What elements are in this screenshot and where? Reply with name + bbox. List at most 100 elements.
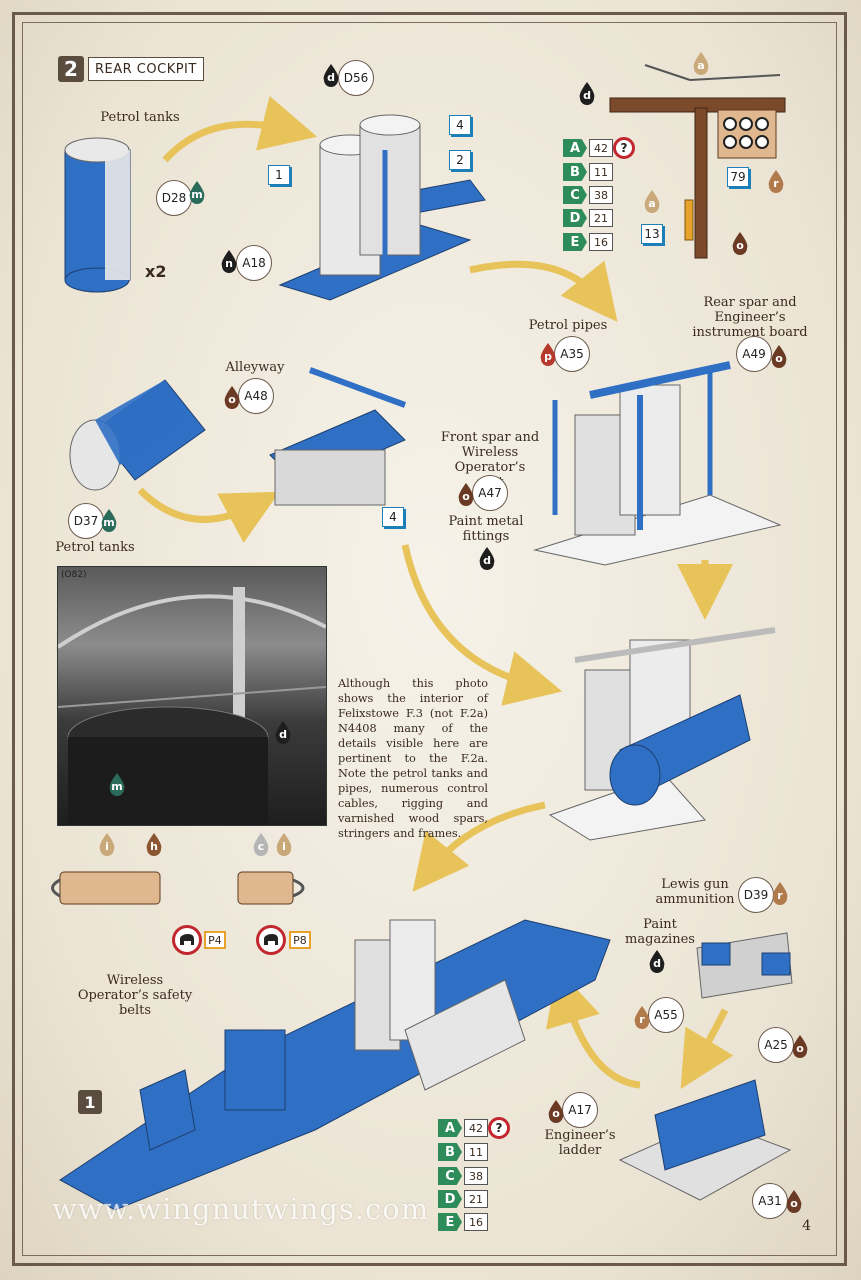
part-a31: A31: [752, 1183, 788, 1219]
part-a18: A18: [236, 245, 272, 281]
unknown-paint-marker: ?: [613, 137, 635, 159]
paint-drop-d-1: d: [322, 64, 340, 87]
paint-drop-p: p: [539, 343, 557, 366]
arrow-1: [162, 96, 318, 163]
paint-drop-o-5: o: [791, 1035, 809, 1058]
paint-drop-m-3: m: [108, 773, 126, 796]
unknown-paint-marker-2: ?: [488, 1117, 510, 1139]
safety-belt-left: [51, 871, 161, 905]
part-p8: P8: [289, 931, 311, 949]
alleyway-tanks: [269, 367, 407, 506]
part-a49: A49: [736, 336, 772, 372]
label-petrol-tanks-top: Petrol tanks: [100, 110, 180, 125]
part-d28: D28: [156, 180, 192, 216]
paint-drop-h: h: [145, 833, 163, 856]
assembly-ref-1: 1: [78, 1090, 102, 1114]
label-petrol-pipes: Petrol pipes: [528, 318, 608, 333]
paint-drop-i-1: i: [98, 833, 116, 856]
paint-drop-n: n: [220, 250, 238, 273]
paint-drop-o-6: o: [547, 1100, 565, 1123]
paint-row-b-2: B 11: [438, 1142, 488, 1162]
arrow-4: [401, 544, 563, 706]
arrow-7: [680, 1008, 734, 1090]
arrow-6: [412, 801, 546, 892]
paint-row-c-2: C 38: [438, 1166, 488, 1186]
label-petrol-tanks-mid: Petrol tanks: [55, 540, 135, 555]
page-border-outer: [12, 12, 847, 1266]
paint-drop-o-7: o: [785, 1190, 803, 1213]
paint-drop-r-2: r: [771, 882, 789, 905]
paint-drop-m-1: m: [188, 181, 206, 204]
paint-drop-o-1: o: [731, 232, 749, 255]
combined-assembly: [548, 627, 776, 841]
paint-drop-d-3: d: [478, 547, 496, 570]
callout-2: 2: [449, 150, 471, 170]
paint-drop-o-3: o: [457, 483, 475, 506]
paint-row-d-2: D 21: [438, 1189, 488, 1209]
callout-13: 13: [641, 224, 663, 244]
reference-photo: (O82) d m: [57, 566, 327, 826]
paint-row-a: A 42: [563, 138, 613, 158]
paint-drop-c: c: [252, 833, 270, 856]
label-paint-mag: Paint magazines: [625, 917, 695, 947]
no-elephant-icon-2: [256, 925, 286, 955]
ammo-rack: [696, 932, 793, 999]
paint-drop-o-4: o: [223, 386, 241, 409]
ladder-assembly: [618, 1079, 792, 1201]
paint-drop-m-2: m: [100, 509, 118, 532]
paint-drop-o-2: o: [770, 345, 788, 368]
step-header: 2 REAR COCKPIT: [58, 56, 204, 82]
callout-4b: 4: [382, 507, 404, 527]
step-number: 2: [58, 56, 84, 82]
paint-row-d: D 21: [563, 208, 613, 228]
part-d37: D37: [68, 503, 104, 539]
page-border-inner: [22, 22, 837, 1256]
paint-drop-d-5: d: [648, 950, 666, 973]
label-rear-spar: Rear spar and Engineer’s instrument boar…: [692, 295, 808, 340]
no-elephant-icon-1: [172, 925, 202, 955]
part-p4: P4: [204, 931, 226, 949]
callout-79: 79: [727, 167, 749, 187]
petrol-tank-vertical: [64, 137, 131, 293]
photo-scene: [58, 587, 326, 825]
label-wireless-belts: Wireless Operator’s safety belts: [77, 973, 193, 1018]
step-title: REAR COCKPIT: [88, 57, 204, 81]
callout-1: 1: [268, 165, 290, 185]
part-a25: A25: [758, 1027, 794, 1063]
paint-drop-r-3: r: [633, 1006, 651, 1029]
paint-row-a-2: A 42: [438, 1118, 488, 1138]
page-number: 4: [802, 1218, 811, 1234]
part-a47: A47: [472, 475, 508, 511]
arrow-2: [469, 260, 618, 322]
paint-drop-d-4: d: [274, 721, 292, 744]
hull-assembly: [59, 919, 611, 1211]
paint-row-c: C 38: [563, 185, 613, 205]
part-d39: D39: [738, 877, 774, 913]
photo-caption: Although this photo shows the interior o…: [338, 677, 488, 840]
paint-row-b: B 11: [563, 162, 613, 182]
safety-belt-right: [237, 871, 305, 905]
label-eng-ladder: Engineer’s ladder: [544, 1128, 616, 1158]
paint-drop-d-2: d: [578, 82, 596, 105]
quantity-x2: x2: [145, 262, 167, 281]
website-watermark: www.wingnutwings.com: [52, 1192, 430, 1226]
label-paint-metal: Paint metal fittings: [448, 514, 524, 544]
paint-drop-a-1: a: [692, 52, 710, 75]
instrument-board-detail: [609, 64, 786, 259]
petrol-tank-horizontal: [69, 379, 206, 491]
tanks-on-base: [278, 114, 486, 301]
paint-row-e: E 16: [563, 232, 613, 252]
callout-4a: 4: [449, 115, 471, 135]
photo-tag: (O82): [61, 570, 87, 580]
arrow-3: [137, 487, 280, 543]
paint-row-e-2: E 16: [438, 1212, 488, 1232]
part-d56: D56: [338, 60, 374, 96]
label-alleyway: Alleyway: [225, 360, 285, 375]
part-a17: A17: [562, 1092, 598, 1128]
part-a48: A48: [238, 378, 274, 414]
paint-drop-a-2: a: [643, 190, 661, 213]
paint-drop-r-1: r: [767, 170, 785, 193]
label-lewis-gun: Lewis gun ammunition: [655, 877, 735, 907]
